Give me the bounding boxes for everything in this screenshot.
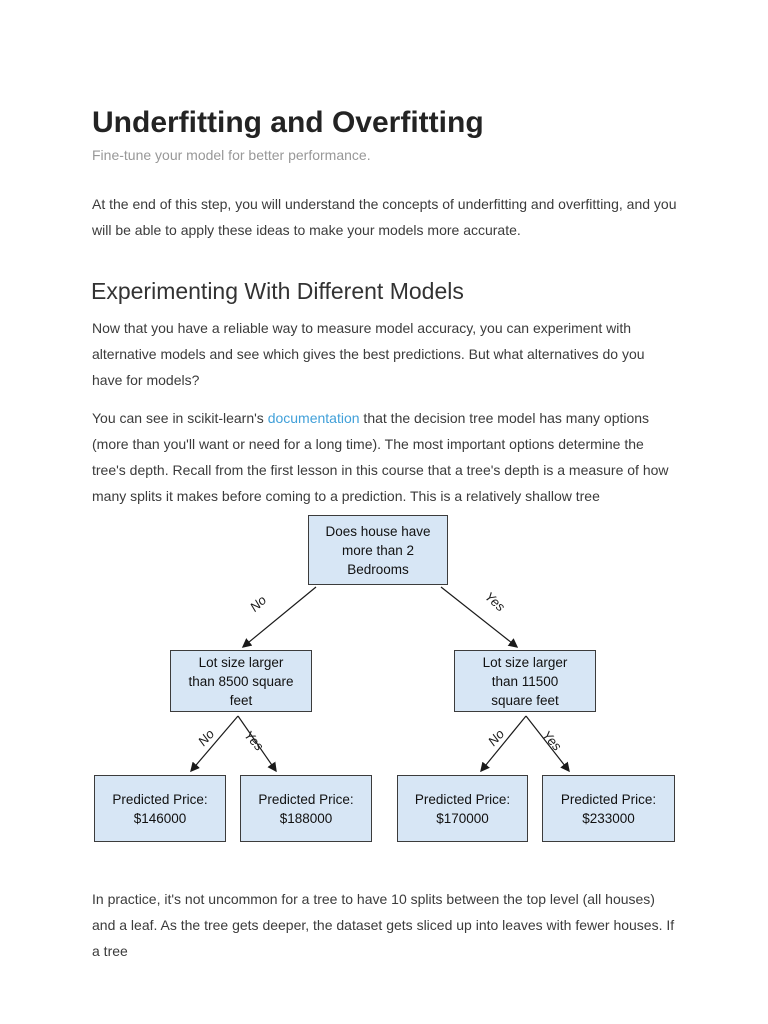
tree-leaf-price-233000: Predicted Price: $233000 bbox=[542, 775, 675, 842]
experiment-paragraph: Now that you have a reliable way to meas… bbox=[92, 320, 645, 388]
tree-leaf-price-170000: Predicted Price: $170000 bbox=[397, 775, 528, 842]
intro-paragraph: At the end of this step, you will unders… bbox=[92, 196, 677, 238]
documentation-link[interactable]: documentation bbox=[267, 410, 360, 426]
page-title: Underfitting and Overfitting bbox=[92, 106, 484, 140]
section-heading: Experimenting With Different Models bbox=[91, 278, 464, 305]
decision-tree-diagram: Does house have more than 2 Bedrooms Lot… bbox=[0, 510, 768, 855]
tree-edges bbox=[190, 586, 570, 773]
docs-text-before: You can see in scikit-learn's bbox=[92, 410, 268, 426]
closing-paragraph: In practice, it's not uncommon for a tre… bbox=[92, 891, 675, 959]
tree-leaf-price-146000: Predicted Price: $146000 bbox=[94, 775, 226, 842]
tree-leaf-price-188000: Predicted Price: $188000 bbox=[240, 775, 372, 842]
page-subtitle: Fine-tune your model for better performa… bbox=[92, 147, 371, 163]
tree-node-root: Does house have more than 2 Bedrooms bbox=[308, 515, 448, 585]
docs-text-after: that the decision tree model has many op… bbox=[92, 410, 669, 504]
tree-node-split-right: Lot size larger than 11500 square feet bbox=[454, 650, 596, 712]
tree-node-split-left: Lot size larger than 8500 square feet bbox=[170, 650, 312, 712]
documentation-paragraph: You can see in scikit-learn's documentat… bbox=[92, 405, 678, 509]
